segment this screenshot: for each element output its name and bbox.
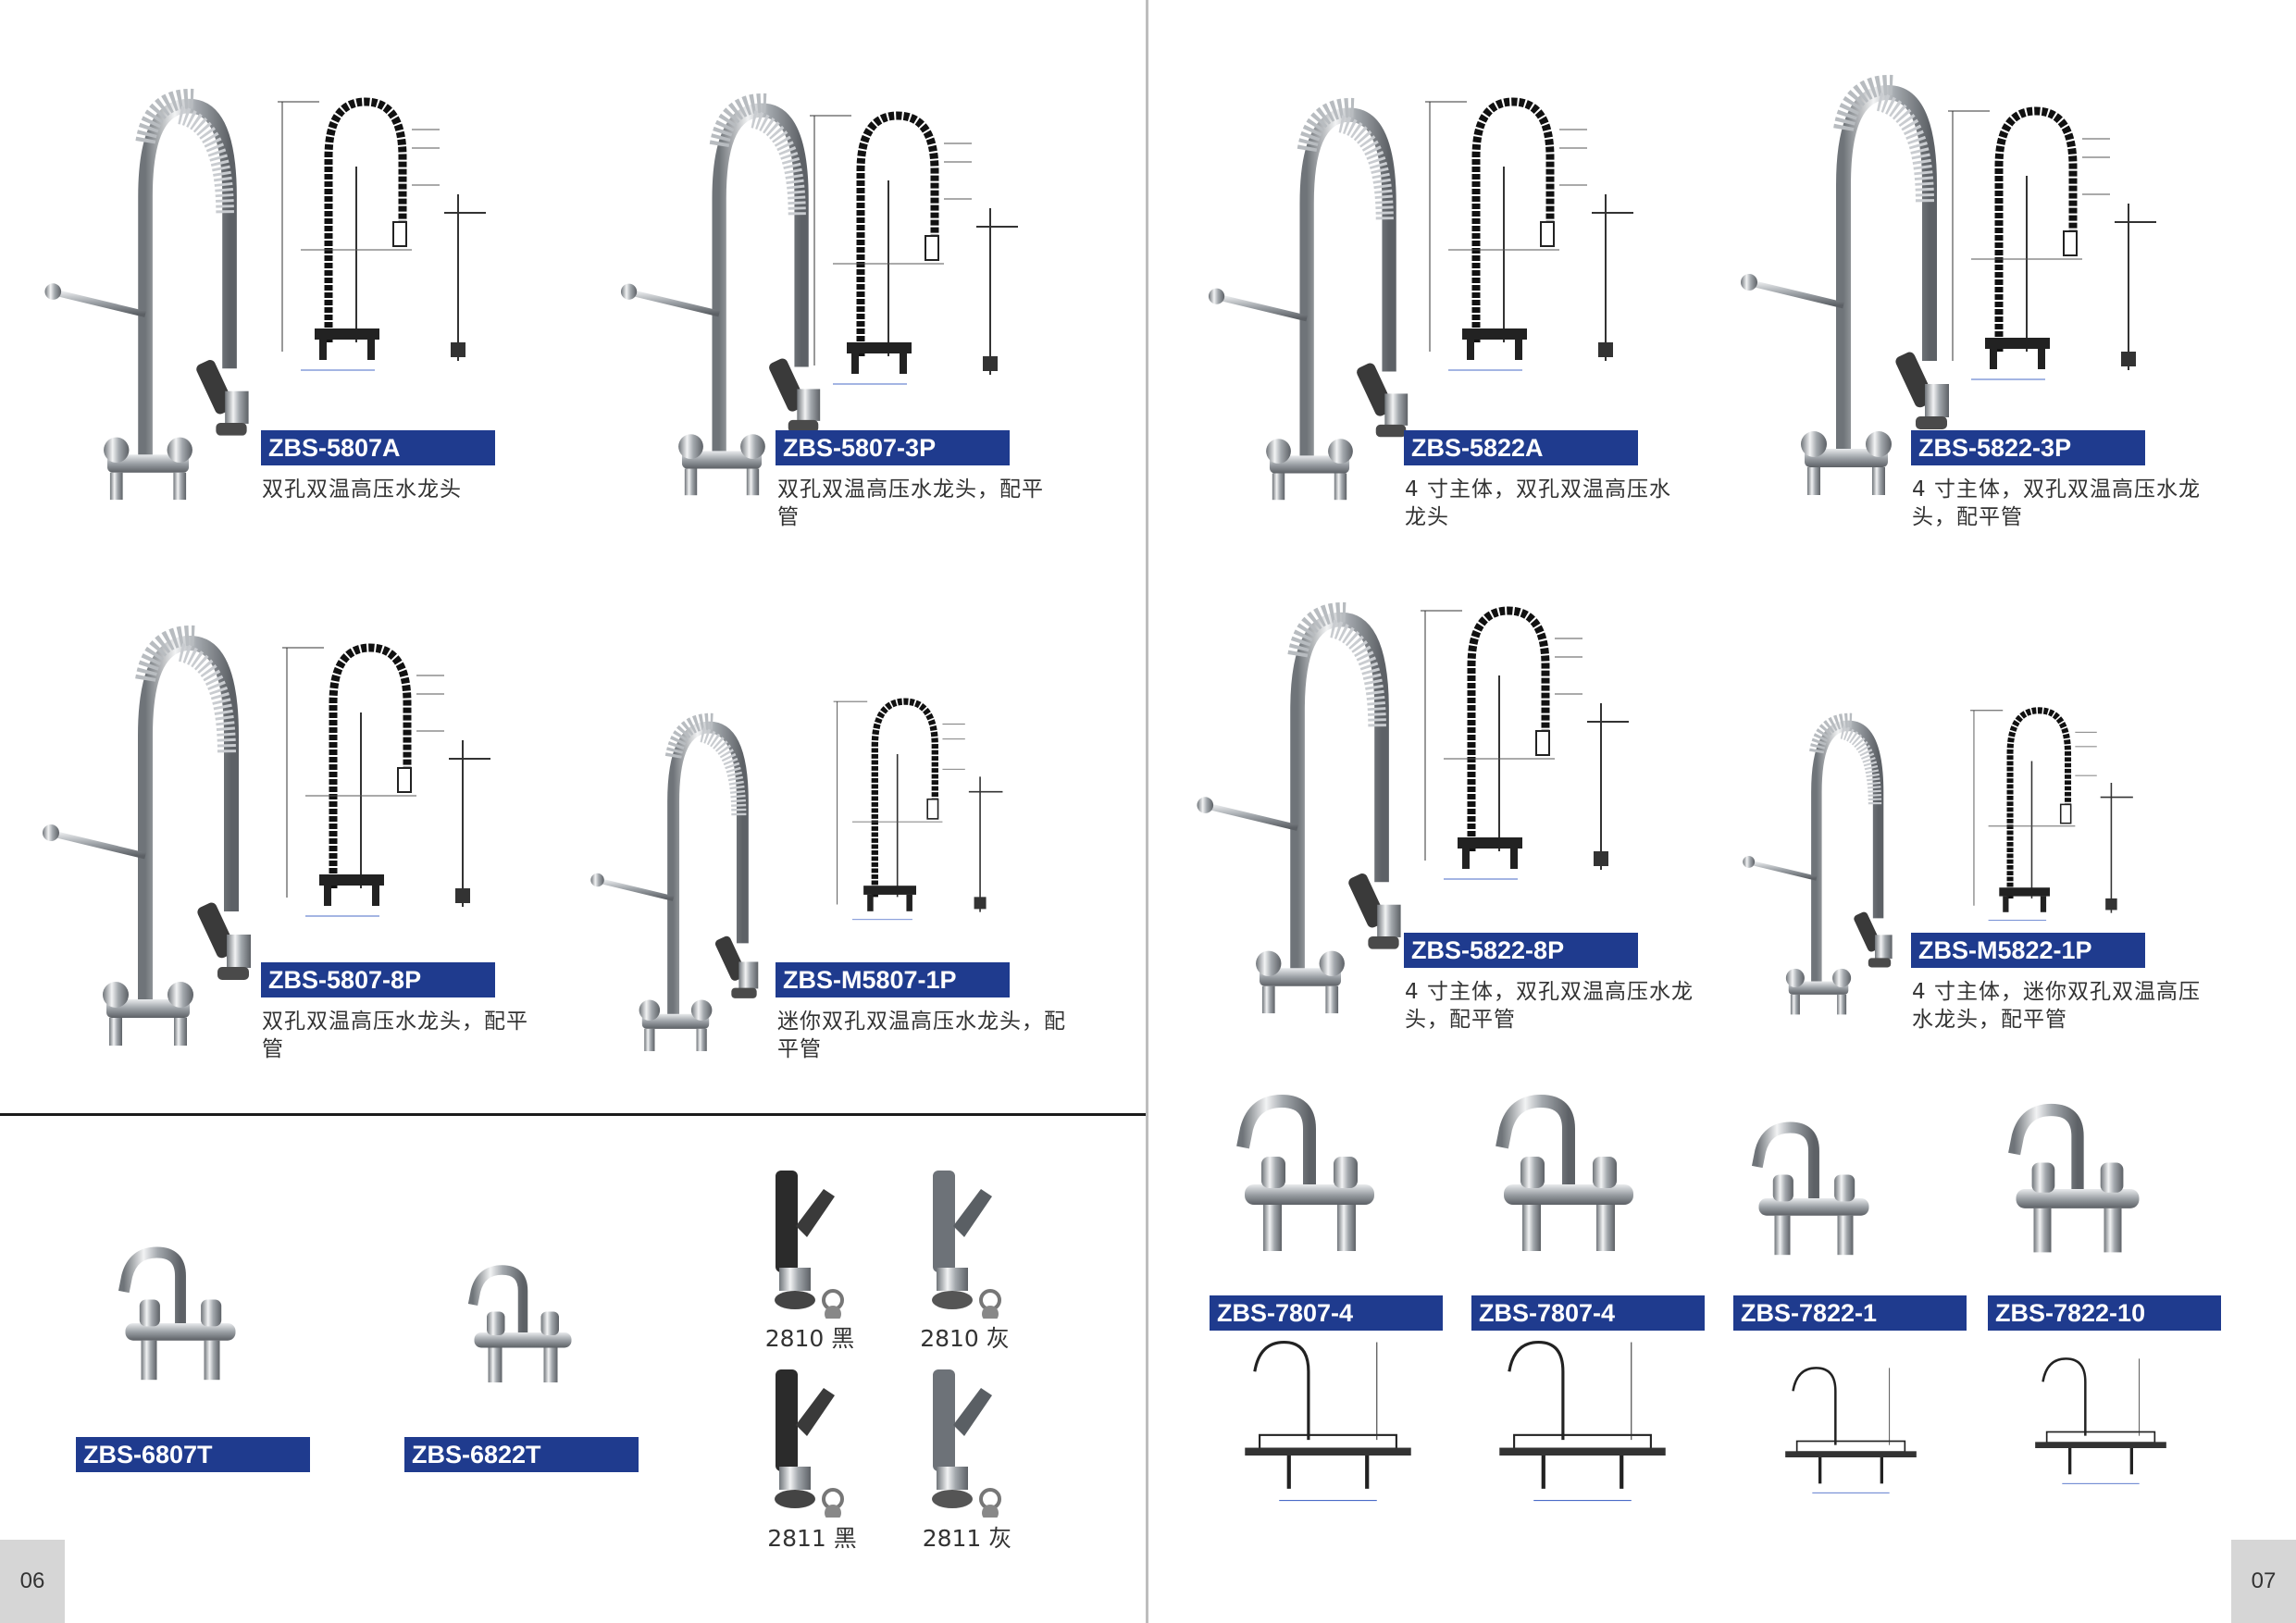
product-photo-zbs-7822-1 <box>1721 1120 1906 1277</box>
spray-valve-caption: 2811 黑 <box>767 1525 857 1552</box>
technical-drawing-zbs-5807a <box>264 88 495 393</box>
technical-drawing-zbs-m5807-1p <box>777 694 1055 935</box>
technical-drawing-zbs-7807-4-b <box>1481 1332 1684 1508</box>
product-photo-zbs-m5807-1p <box>569 712 782 1055</box>
model-label-zbs-7807-4: ZBS-7807-4 <box>1210 1295 1443 1331</box>
product-photo-zbs-6822t <box>407 1263 639 1402</box>
page-number-left: 06 <box>0 1540 65 1623</box>
technical-drawing-zbs-5822a <box>1411 88 1643 393</box>
product-photo-2811-black <box>759 1360 851 1518</box>
spray-valve-caption: 2811 灰 <box>922 1525 1012 1552</box>
product-description: 4 寸主体，迷你双孔双温高压水龙头，配平管 <box>1912 980 2201 1032</box>
model-label-zbs-5807-8p: ZBS-5807-8P <box>261 962 495 997</box>
technical-drawing-zbs-7807-4 <box>1226 1332 1430 1508</box>
model-label-zbs-5822-8p: ZBS-5822-8P <box>1404 933 1638 968</box>
page-divider <box>1146 0 1148 1623</box>
model-label-zbs-5807a: ZBS-5807A <box>261 430 495 465</box>
product-description: 4 寸主体，双孔双温高压水龙头 <box>1405 477 1671 529</box>
technical-drawing-zbs-5822-8p <box>1407 597 1638 902</box>
model-label-zbs-5822a: ZBS-5822A <box>1404 430 1638 465</box>
product-description: 双孔双温高压水龙头，配平管 <box>262 1010 528 1061</box>
model-label-zbs-7807-4-b: ZBS-7807-4 <box>1471 1295 1705 1331</box>
product-photo-zbs-7807-4 <box>1222 1092 1397 1277</box>
product-photo-zbs-6807t <box>69 1245 292 1402</box>
technical-drawing-zbs-m5822-1p <box>1911 703 2189 935</box>
product-photo-zbs-5807-8p <box>37 625 259 1050</box>
model-label-zbs-7822-10: ZBS-7822-10 <box>1988 1295 2221 1331</box>
product-photo-zbs-5807a <box>37 88 259 504</box>
spray-valve-caption: 2810 黑 <box>764 1325 855 1352</box>
section-divider <box>0 1113 1146 1116</box>
product-photo-zbs-7807-4-b <box>1481 1092 1657 1277</box>
product-description: 双孔双温高压水龙头 <box>262 477 462 502</box>
page-number-right: 07 <box>2231 1540 2296 1623</box>
product-description: 双孔双温高压水龙头，配平管 <box>777 477 1044 529</box>
model-label-zbs-5822-3p: ZBS-5822-3P <box>1911 430 2145 465</box>
technical-drawing-zbs-5807-8p <box>268 634 500 939</box>
model-label-zbs-6807t: ZBS-6807T <box>76 1437 310 1472</box>
product-photo-2810-black <box>759 1161 851 1319</box>
spray-valve-caption: 2810 灰 <box>920 1325 1010 1352</box>
product-photo-2810-grey <box>916 1161 1009 1319</box>
product-photo-2811-grey <box>916 1360 1009 1518</box>
technical-drawing-zbs-7822-1 <box>1754 1360 1948 1499</box>
product-photo-zbs-7822-10 <box>1990 1101 2166 1277</box>
model-label-zbs-6822t: ZBS-6822T <box>404 1437 639 1472</box>
technical-drawing-zbs-5807-3p <box>796 102 1027 407</box>
model-label-zbs-5807-3p: ZBS-5807-3P <box>776 430 1010 465</box>
model-label-zbs-7822-1: ZBS-7822-1 <box>1733 1295 1967 1331</box>
model-label-zbs-m5807-1p: ZBS-M5807-1P <box>776 962 1010 997</box>
technical-drawing-zbs-5822-3p <box>1934 97 2166 403</box>
product-description: 迷你双孔双温高压水龙头，配平管 <box>777 1010 1066 1061</box>
product-description: 4 寸主体，双孔双温高压水龙头，配平管 <box>1405 980 1694 1032</box>
product-photo-zbs-m5822-1p <box>1712 712 1925 1018</box>
product-description: 4 寸主体，双孔双温高压水龙头，配平管 <box>1912 477 2201 529</box>
product-photo-zbs-5822-8p <box>1194 601 1407 1018</box>
technical-drawing-zbs-7822-10 <box>2004 1351 2198 1490</box>
model-label-zbs-m5822-1p: ZBS-M5822-1P <box>1911 933 2145 968</box>
product-photo-zbs-5822a <box>1208 97 1411 504</box>
